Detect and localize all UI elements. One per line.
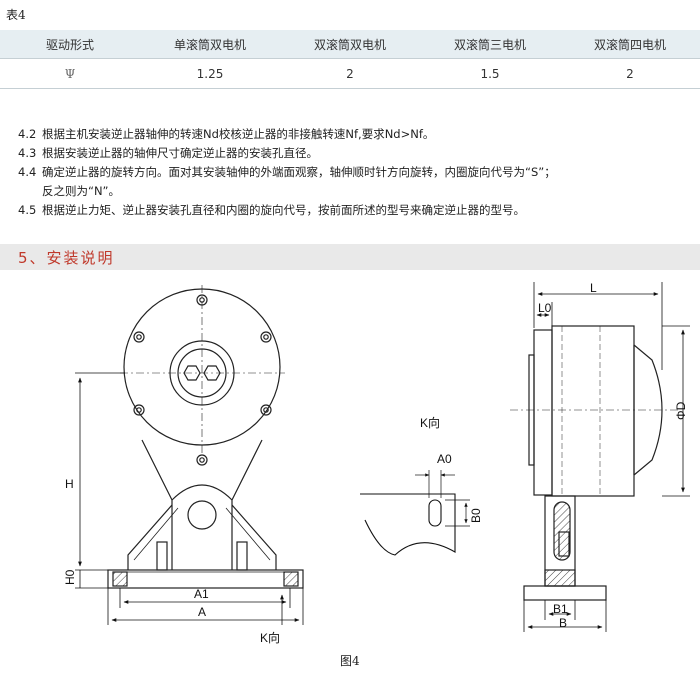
view-label-K-bottom: K向 xyxy=(260,630,280,645)
cell-value: 1.25 xyxy=(140,58,280,89)
dim-label-H: H xyxy=(65,477,74,491)
installation-drawing: H H0 A1 A K向 K向 A0 B0 xyxy=(63,281,690,645)
note-text: 根据逆止力矩、逆止器安装孔直径和内圈的旋向代号，按前面所述的型号来确定逆止器的型… xyxy=(42,203,525,217)
table-caption: 表4 xyxy=(6,8,26,22)
note-continuation: 反之则为“N”。 xyxy=(42,184,121,198)
note-text: 确定逆止器的旋转方向。面对其安装轴伸的外端面观察，轴伸顺时针方向旋转，内圈旋向代… xyxy=(42,165,556,179)
note-item: 4.3 根据安装逆止器的轴伸尺寸确定逆止器的安装孔直径。 xyxy=(18,144,688,163)
side-view xyxy=(510,325,680,601)
side-dimensions xyxy=(523,282,690,632)
dim-label-PhiD: ΦD xyxy=(674,401,688,420)
header-single-drum-dual-motor: 单滚筒双电机 xyxy=(140,30,280,59)
header-drive-type: 驱动形式 xyxy=(0,30,140,59)
section-title: 5、安装说明 xyxy=(18,249,115,267)
section-header: 5、安装说明 xyxy=(0,244,700,270)
note-item: 4.2 根据主机安装逆止器轴伸的转速Nd校核逆止器的非接触转速Nf,要求Nd>Nf… xyxy=(18,125,688,144)
cell-value: 2 xyxy=(280,58,420,89)
dim-label-B1: B1 xyxy=(553,602,568,616)
bracket-top xyxy=(171,484,233,501)
housing-bolts xyxy=(133,294,272,466)
table-header-row: 驱动形式 单滚筒双电机 双滚筒双电机 双滚筒三电机 双滚筒四电机 xyxy=(0,30,700,59)
dim-label-A: A xyxy=(198,605,206,619)
table-row: Ψ 1.25 2 1.5 2 xyxy=(0,58,700,89)
cell-value: 2 xyxy=(560,58,700,89)
note-text: 根据安装逆止器的轴伸尺寸确定逆止器的安装孔直径。 xyxy=(42,146,318,160)
note-number: 4.4 xyxy=(18,165,37,179)
slot-hole xyxy=(428,499,442,527)
dim-label-H0: H0 xyxy=(63,569,77,585)
drive-coefficient-table: 驱动形式 单滚筒双电机 双滚筒双电机 双滚筒三电机 双滚筒四电机 Ψ 1.25 … xyxy=(0,30,700,89)
bolt-left xyxy=(156,541,168,571)
dim-label-B0: B0 xyxy=(469,508,483,523)
note-item: 4.5 根据逆止力矩、逆止器安装孔直径和内圈的旋向代号，按前面所述的型号来确定逆止… xyxy=(18,201,688,220)
bracket-hole xyxy=(187,500,217,530)
dim-label-L: L xyxy=(590,281,597,295)
view-label-K-mid: K向 xyxy=(420,415,440,430)
flange xyxy=(533,329,553,496)
note-number: 4.2 xyxy=(18,127,37,141)
bracket-ribs xyxy=(127,504,277,570)
header-dual-drum-three-motor: 双滚筒三电机 xyxy=(420,30,560,59)
dim-label-L0: L0 xyxy=(538,301,552,315)
row-symbol: Ψ xyxy=(0,58,140,89)
header-dual-drum-dual-motor: 双滚筒双电机 xyxy=(280,30,420,59)
body xyxy=(551,325,635,497)
note-number: 4.5 xyxy=(18,203,37,217)
bracket-arms xyxy=(141,439,263,570)
dim-label-A1: A1 xyxy=(194,587,209,601)
note-text: 根据主机安装逆止器轴伸的转速Nd校核逆止器的非接触转速Nf,要求Nd>Nf。 xyxy=(42,127,435,141)
base-plate xyxy=(107,569,304,589)
dim-label-A0: A0 xyxy=(437,452,452,466)
side-bolt xyxy=(558,531,570,557)
k-view-detail xyxy=(360,470,470,556)
dim-label-B: B xyxy=(559,616,567,630)
front-view xyxy=(107,285,304,589)
side-base xyxy=(523,585,607,601)
header-dual-drum-four-motor: 双滚筒四电机 xyxy=(560,30,700,59)
front-dimensions xyxy=(75,372,304,625)
detail-profile xyxy=(360,493,456,556)
note-item: 4.4 确定逆止器的旋转方向。面对其安装轴伸的外端面观察，轴伸顺时针方向旋转，内圈… xyxy=(18,163,688,182)
installation-notes: 4.2 根据主机安装逆止器轴伸的转速Nd校核逆止器的非接触转速Nf,要求Nd>Nf… xyxy=(18,125,688,220)
bolt-right xyxy=(236,541,248,571)
note-number: 4.3 xyxy=(18,146,37,160)
cell-value: 1.5 xyxy=(420,58,560,89)
figure-caption: 图4 xyxy=(340,654,360,668)
